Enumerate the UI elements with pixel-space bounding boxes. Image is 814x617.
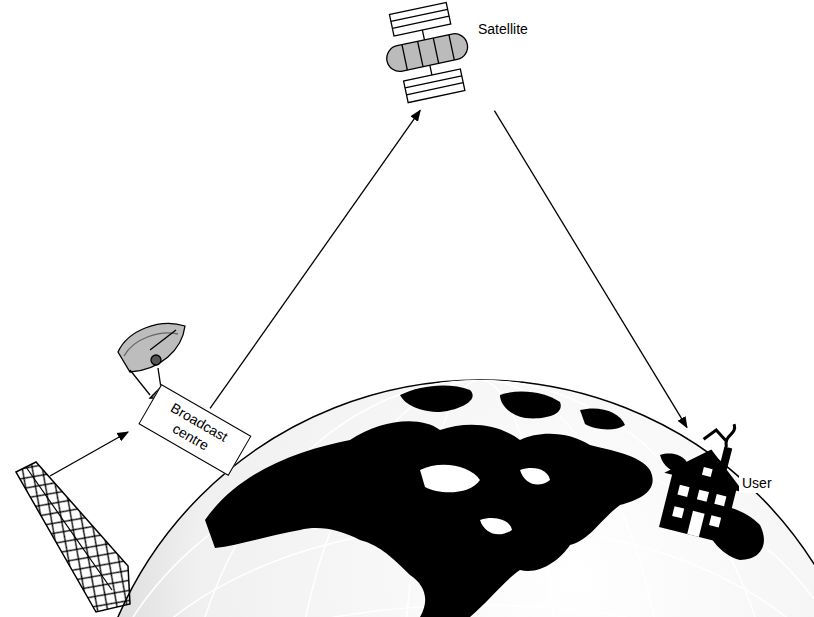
satellite-node: Satellite — [375, 0, 545, 108]
node-label: User — [739, 474, 775, 493]
user-node: User — [645, 430, 805, 550]
lakes — [420, 465, 550, 535]
satellite-icon — [378, 0, 477, 105]
satellite-dish — [118, 324, 185, 398]
signal-arrow — [210, 110, 420, 408]
globe — [85, 380, 814, 617]
node-label: Satellite — [475, 20, 531, 39]
signal-arrow — [494, 111, 687, 428]
broadcast-box: Broadcast centre — [139, 384, 252, 475]
node-label: Broadcast centre — [149, 394, 240, 466]
globe-surface — [85, 380, 814, 617]
feed-arrow — [50, 432, 128, 476]
grid-lines — [85, 380, 814, 617]
continents — [205, 385, 764, 617]
transmission-tower — [16, 462, 130, 612]
